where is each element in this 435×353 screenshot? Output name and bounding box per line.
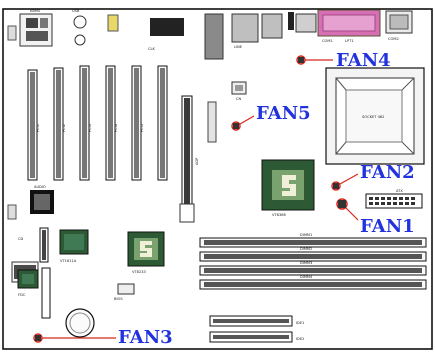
silk-dimm2: DIMM2 — [300, 247, 312, 251]
silk-fdc: FDC — [18, 293, 26, 297]
silk-pci4: PCI4 — [114, 123, 118, 132]
mid-components — [207, 81, 247, 143]
battery-and-bios: BIOS — [65, 283, 135, 338]
silk-lpt1: LPT1 — [345, 39, 354, 43]
silk-com1: COM1 — [322, 39, 333, 43]
fan4-header — [296, 55, 333, 65]
silk-audio: AUDIO — [34, 185, 46, 189]
audio-codec-chip: VT1611A — [59, 229, 89, 263]
northbridge-chip: VT8366 — [261, 159, 315, 217]
silk-pci1: PCI1 — [36, 124, 40, 132]
fan5-label: FAN5 — [256, 103, 311, 124]
silk-usb: USB — [72, 9, 80, 13]
silk-kbms: KBMS — [30, 9, 41, 13]
southbridge-chip: VT8233 — [127, 231, 165, 274]
fan3-label: FAN3 — [118, 327, 173, 348]
silk-agp: AGP — [195, 157, 199, 165]
silk-com2: COM2 — [388, 37, 399, 41]
silk-cd: CD — [18, 237, 24, 241]
silk-vt8366: VT8366 — [272, 213, 287, 217]
silk-vt8233: VT8233 — [132, 270, 146, 274]
fan2-label: FAN2 — [360, 162, 415, 183]
agp-slot: AGP — [179, 95, 199, 223]
fan2-header — [331, 173, 359, 191]
dimm-slots: DIMM1 DIMM2 DIMM3 DIMM4 — [199, 233, 427, 290]
silk-dimm4: DIMM4 — [300, 275, 313, 279]
fan1-label: FAN1 — [360, 216, 415, 237]
silk-line: LINE — [234, 45, 243, 49]
fan1-header — [336, 198, 359, 221]
atx-power-connector: ATX — [365, 189, 423, 209]
pci-slots: PCI1 PCI2 PCI3 PCI4 PCI5 — [27, 65, 168, 181]
small-ic-left — [17, 269, 39, 289]
silk-dimm1: DIMM1 — [300, 233, 312, 237]
silk-clk: CLK — [148, 47, 156, 51]
fan4-label: FAN4 — [336, 50, 391, 71]
silk-pci3: PCI3 — [88, 124, 92, 132]
rear-io-panel — [19, 9, 413, 60]
ide-connectors: IDE1 IDE2 — [209, 315, 304, 343]
silk-ide1: IDE1 — [296, 321, 304, 325]
silk-socket: SOCKET 462 — [362, 115, 384, 119]
silk-dimm3: DIMM3 — [300, 261, 312, 265]
cpu-socket: SOCKET 462 — [325, 67, 425, 165]
silk-cn: CN — [236, 97, 242, 101]
fan5-header — [231, 115, 255, 131]
floppy-connector: FDC — [18, 227, 51, 319]
silk-pci2: PCI2 — [62, 124, 66, 132]
fan3-header — [33, 333, 116, 343]
board-outline — [2, 8, 433, 350]
silk-vt1611a: VT1611A — [60, 259, 77, 263]
silk-ide2: IDE2 — [296, 337, 304, 341]
silkscreen-text: KBMS USB LINE COM1 LPT1 COM2 CD — [18, 9, 399, 241]
silk-pci5: PCI5 — [140, 124, 144, 132]
silk-atx: ATX — [396, 189, 403, 193]
silk-bios: BIOS — [114, 297, 123, 301]
